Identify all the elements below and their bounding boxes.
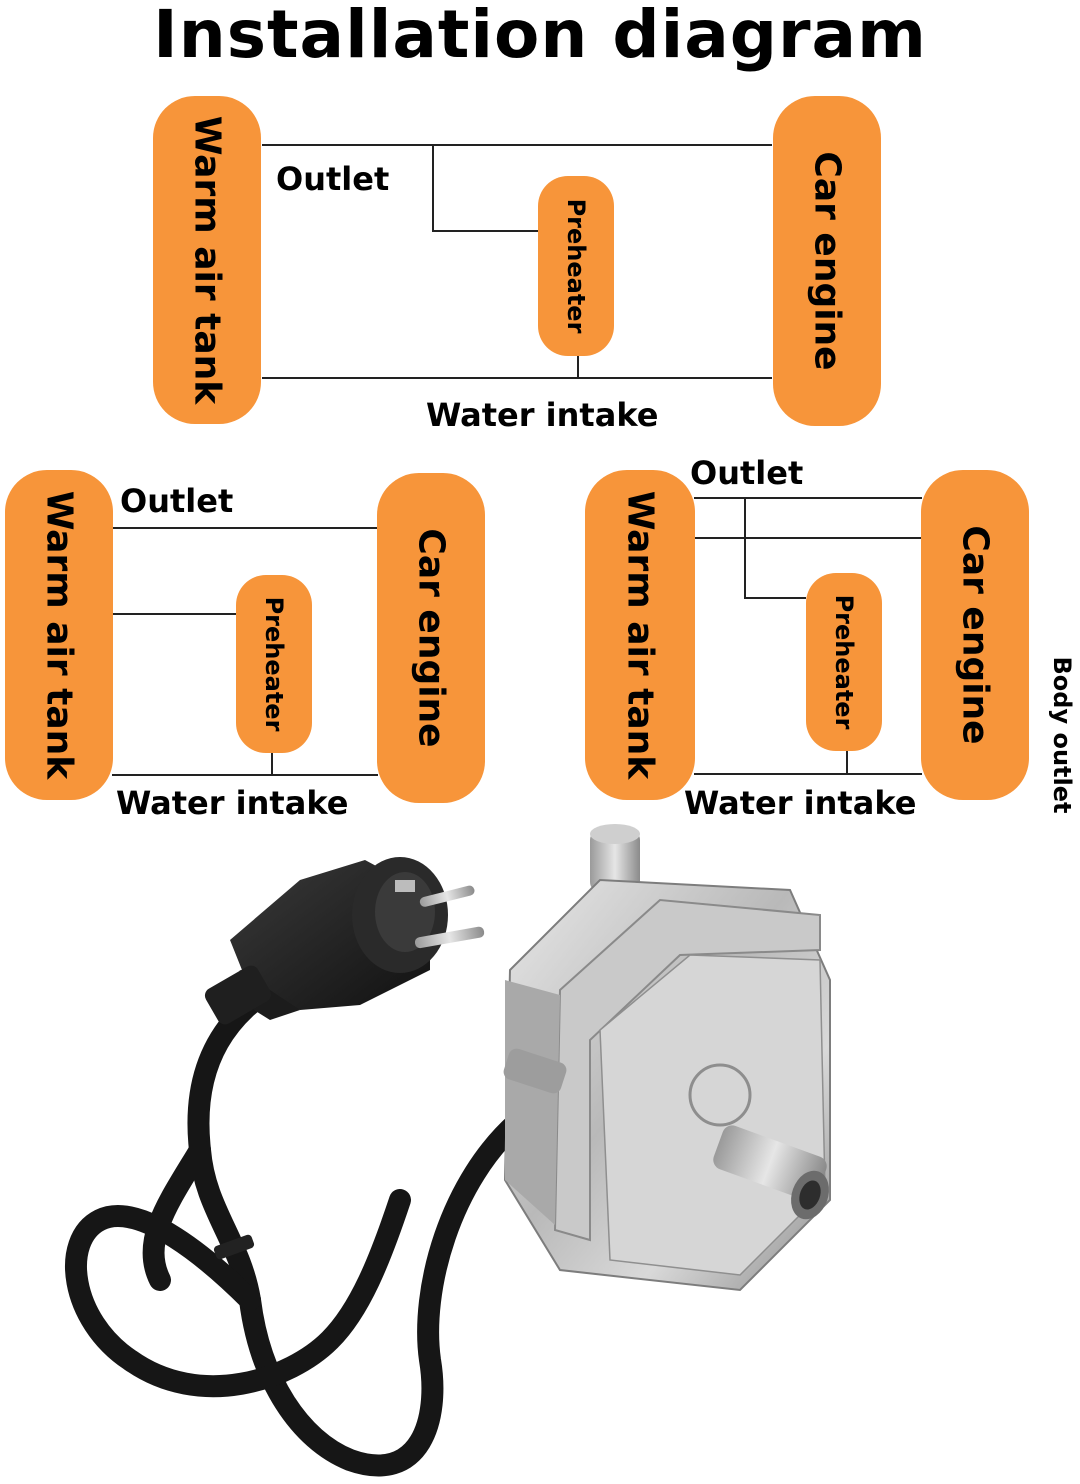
warm-air-tank-label: Warm air tank [619,490,661,780]
outlet-line [112,527,378,529]
water-intake-label: Water intake [116,784,349,822]
preheater-intake-connector [271,752,273,775]
preheater-intake-connector [846,751,848,774]
power-cable [65,969,571,1477]
car-engine-box: Car engine [921,470,1029,800]
preheater-label: Preheater [260,596,288,732]
preheater-feed-line [112,613,236,615]
preheater-box: Preheater [806,573,882,751]
car-engine-box: Car engine [773,96,881,426]
car-engine-label: Car engine [806,151,848,371]
outlet-branch-horizontal [744,597,806,599]
intake-line [262,377,772,379]
preheater-product-illustration [65,824,831,1477]
preheater-label: Preheater [830,594,858,730]
car-engine-label: Car engine [954,525,996,745]
car-engine-label: Car engine [410,528,452,748]
warm-air-tank-label: Warm air tank [186,115,228,405]
outlet-label: Outlet [276,160,390,198]
outlet-line-upper [694,497,922,499]
outlet-branch-horizontal [432,230,538,232]
outlet-label: Outlet [690,454,804,492]
intake-line [694,773,922,775]
preheater-intake-connector [577,355,579,378]
warm-air-tank-box: Warm air tank [585,470,695,800]
body-outlet-label: Body outlet [1048,656,1076,814]
outlet-branch-vertical [744,497,746,599]
warm-air-tank-box: Warm air tank [5,470,113,800]
water-intake-label: Water intake [426,396,659,434]
heater-unit [503,824,831,1292]
outlet-branch-vertical [432,144,434,232]
warm-air-tank-label: Warm air tank [38,490,80,780]
page-title: Installation diagram [153,0,927,73]
outlet-line-lower [694,537,922,539]
cable-strap [213,1234,255,1260]
outlet-label: Outlet [120,482,234,520]
intake-line [112,774,378,776]
car-engine-box: Car engine [377,473,485,803]
warm-air-tank-box: Warm air tank [153,96,261,424]
preheater-box: Preheater [236,575,312,753]
preheater-box: Preheater [538,176,614,356]
outlet-line [262,144,772,146]
eu-plug [204,857,485,1025]
water-intake-label: Water intake [684,784,917,822]
preheater-label: Preheater [562,198,590,334]
